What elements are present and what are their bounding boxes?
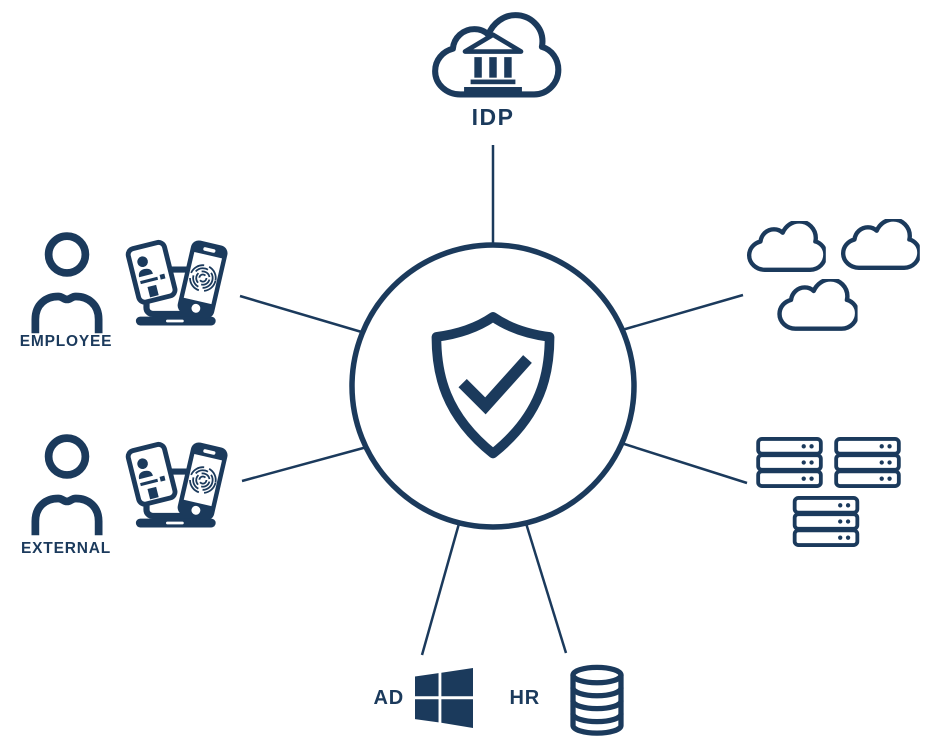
connector-employee — [239, 294, 366, 335]
windows-icon — [415, 668, 473, 728]
node-hr — [568, 664, 626, 736]
central-hub-circle — [349, 242, 637, 530]
bank-icon — [462, 32, 524, 94]
person-icon — [30, 433, 104, 536]
node-ad — [415, 668, 473, 728]
shield-check-icon — [431, 312, 555, 459]
connector-hr — [523, 519, 568, 654]
cloud-bank-icon — [432, 12, 562, 98]
node-idp — [423, 12, 563, 104]
server-icon — [756, 437, 823, 488]
connector-external — [241, 445, 368, 483]
server-icon — [834, 437, 901, 488]
devices-icon — [116, 227, 232, 329]
hr-label: HR — [509, 687, 540, 709]
database-icon — [570, 664, 624, 736]
external-devices — [116, 429, 232, 531]
employee-label: EMPLOYEE — [19, 333, 113, 350]
connector-servers — [617, 440, 748, 485]
node-external — [30, 433, 104, 536]
employee-devices — [116, 227, 232, 329]
connector-ad — [420, 519, 462, 656]
ad-label: AD — [373, 687, 404, 709]
person-icon — [30, 231, 104, 334]
cloud-icon — [836, 219, 920, 273]
server-icon — [792, 496, 860, 547]
cloud-icon — [742, 221, 826, 275]
cloud-icon — [772, 279, 858, 334]
external-label: EXTERNAL — [21, 540, 111, 557]
devices-icon — [116, 429, 232, 531]
node-employee — [30, 231, 104, 334]
idp-label: IDP — [471, 104, 515, 130]
connector-clouds — [621, 293, 744, 332]
